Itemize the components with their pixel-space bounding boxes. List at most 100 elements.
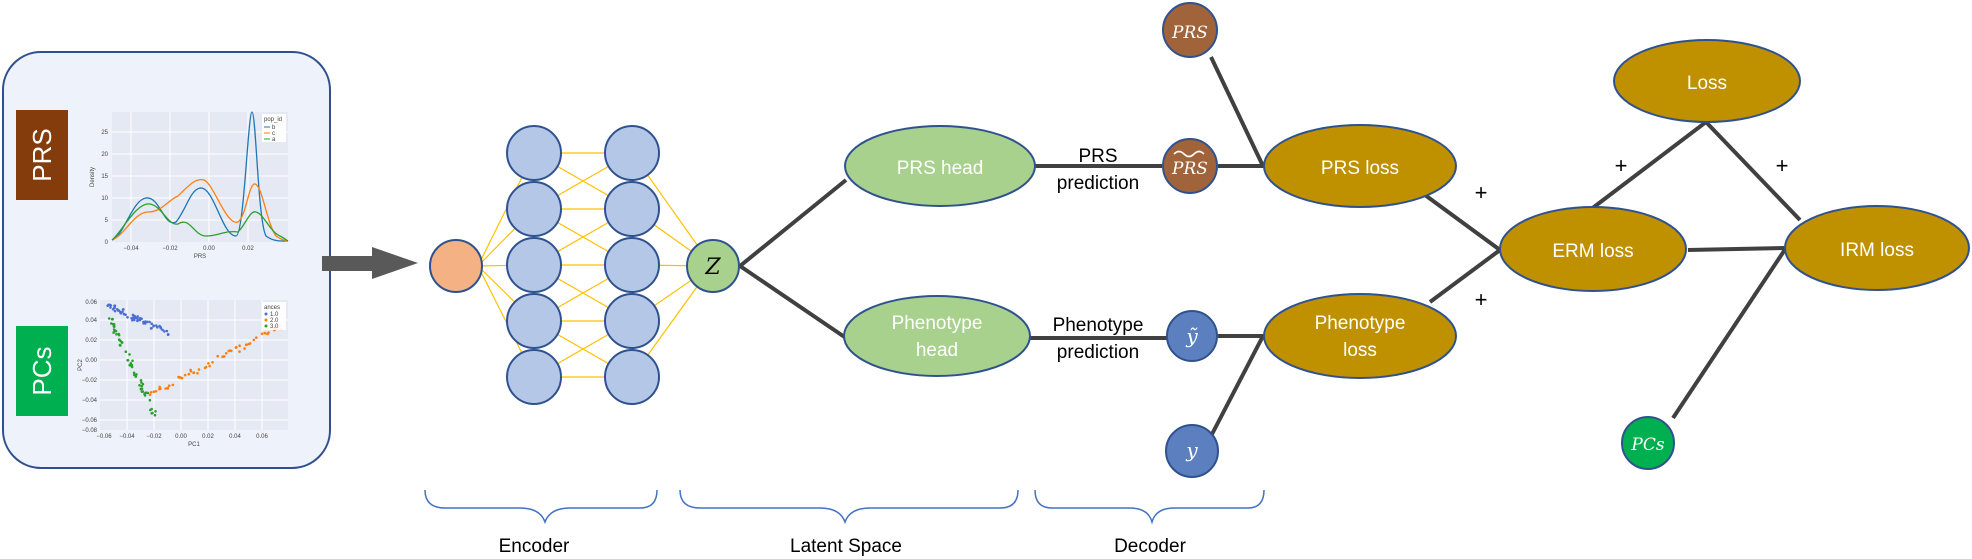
scatter-point bbox=[138, 384, 141, 387]
pc-legend-0: 1.0 bbox=[270, 312, 279, 318]
density-ytick: 10 bbox=[101, 196, 108, 202]
scatter-point bbox=[107, 317, 111, 320]
phenotype-prediction-label: prediction bbox=[1057, 342, 1139, 363]
scatter-point bbox=[171, 383, 175, 387]
scatter-point bbox=[156, 326, 159, 329]
scatter-point bbox=[122, 312, 126, 316]
encoder-neuron bbox=[506, 293, 562, 349]
graph-edges bbox=[738, 56, 1802, 439]
scatter-point bbox=[238, 344, 241, 348]
scatter-point bbox=[234, 346, 238, 349]
decoder-label: Decoder bbox=[1114, 536, 1186, 557]
density-ytick: 25 bbox=[101, 130, 108, 136]
scatter-point bbox=[149, 391, 153, 394]
scatter-point bbox=[138, 318, 142, 322]
phenotype-head-label: head bbox=[916, 340, 958, 361]
scatter-point bbox=[252, 338, 256, 342]
scatter-point bbox=[245, 343, 248, 346]
scatter-point bbox=[135, 373, 138, 376]
scatter-point bbox=[159, 387, 162, 390]
y-pred-node bbox=[1166, 310, 1218, 362]
pcs-label-box bbox=[16, 326, 68, 416]
phenotype-prediction-label: Phenotype bbox=[1053, 315, 1144, 336]
irm-loss bbox=[1784, 205, 1970, 291]
encoder-label: Encoder bbox=[499, 536, 570, 557]
scatter-point bbox=[132, 373, 136, 377]
scatter-point bbox=[180, 376, 184, 380]
pc-scatter-plot: ances 1.0 2.0 3.0 PC2 PC1 0.06 0.04 0.02… bbox=[78, 300, 288, 448]
scatter-point bbox=[113, 306, 116, 309]
prs-pred-label: PRS bbox=[1171, 159, 1208, 179]
scatter-point bbox=[183, 373, 187, 377]
scatter-point bbox=[109, 304, 113, 307]
density-xlabel: PRS bbox=[194, 254, 206, 260]
density-ytick: 15 bbox=[101, 174, 108, 180]
encoder-neuron bbox=[604, 125, 660, 181]
y-true-node bbox=[1165, 424, 1219, 478]
scatter-point bbox=[140, 387, 144, 391]
scatter-point bbox=[243, 347, 246, 350]
pc-ylabel: PC2 bbox=[78, 359, 84, 371]
scatter-point bbox=[131, 359, 134, 363]
pc-ytick: 0.06 bbox=[85, 300, 97, 306]
prs-true-node bbox=[1162, 2, 1218, 58]
encoder-neuron bbox=[604, 181, 660, 237]
scatter-point bbox=[119, 311, 123, 315]
scatter-point bbox=[266, 332, 269, 336]
phenotype-head-label: Phenotype bbox=[892, 313, 983, 334]
encoder-neuron bbox=[506, 349, 562, 405]
density-legend-1: c bbox=[272, 131, 275, 137]
scatter-point bbox=[141, 390, 145, 393]
density-xtick: 0.00 bbox=[203, 246, 215, 252]
scatter-point bbox=[150, 412, 153, 415]
scatter-point bbox=[189, 370, 193, 373]
scatter-point bbox=[114, 329, 118, 333]
scatter-point bbox=[263, 331, 267, 335]
pc-ytick: 0.04 bbox=[85, 318, 97, 324]
plus-sign: + bbox=[1776, 153, 1789, 178]
pcs-node bbox=[1621, 416, 1675, 470]
y-pred-label: ỹ bbox=[1185, 324, 1198, 348]
scatter-point bbox=[111, 317, 114, 321]
prs-head-label: PRS head bbox=[897, 158, 984, 179]
encoder-bracket bbox=[424, 489, 658, 525]
scatter-point bbox=[109, 306, 112, 309]
scatter-point bbox=[117, 338, 121, 342]
scatter-point bbox=[110, 322, 113, 325]
pc-ytick: −0.02 bbox=[82, 378, 98, 384]
scatter-point bbox=[260, 332, 264, 336]
pc-legend-2: 3.0 bbox=[270, 324, 279, 330]
scatter-point bbox=[129, 362, 133, 365]
density-ylabel: Density bbox=[90, 167, 96, 187]
scatter-point bbox=[150, 327, 153, 330]
erm-loss bbox=[1499, 206, 1687, 292]
erm-loss-label: ERM loss bbox=[1552, 241, 1633, 262]
scatter-point bbox=[163, 330, 166, 333]
density-xtick: −0.02 bbox=[162, 246, 178, 252]
density-legend-title: pop_id bbox=[264, 117, 282, 123]
prs-prediction-label: prediction bbox=[1057, 173, 1139, 194]
scatter-point bbox=[153, 413, 157, 417]
pc-ytick: −0.08 bbox=[82, 428, 98, 434]
input-node bbox=[429, 239, 483, 293]
pcs-label: PCs bbox=[27, 346, 57, 395]
encoder-neuron bbox=[506, 237, 562, 293]
pc-ytick: 0.02 bbox=[85, 338, 97, 344]
density-ytick: 5 bbox=[105, 218, 109, 224]
plus-sign: + bbox=[1475, 287, 1488, 312]
scatter-point bbox=[238, 350, 241, 353]
latent-space-label: Latent Space bbox=[790, 536, 902, 557]
scatter-point bbox=[216, 354, 219, 358]
total-loss bbox=[1613, 39, 1801, 123]
density-plot: pop_id b c a Density PRS 0 5 10 15 20 25… bbox=[90, 111, 289, 260]
scatter-point bbox=[132, 371, 136, 375]
scatter-point bbox=[230, 349, 233, 353]
pc-xtick: 0.00 bbox=[175, 434, 187, 440]
scatter-point bbox=[119, 343, 122, 347]
plus-sign: + bbox=[1615, 153, 1628, 178]
pc-ytick: −0.04 bbox=[82, 398, 98, 404]
prs-loss-label: PRS loss bbox=[1321, 158, 1399, 179]
scatter-point bbox=[224, 352, 228, 355]
scatter-point bbox=[140, 384, 143, 388]
